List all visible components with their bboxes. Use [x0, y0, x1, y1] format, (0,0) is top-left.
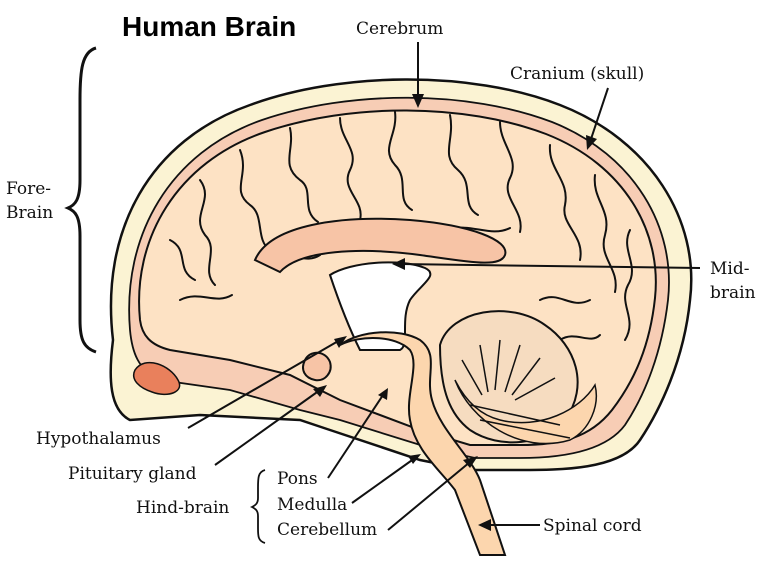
hind-brain-brace — [249, 469, 266, 544]
label-medulla: Medulla — [277, 495, 347, 515]
leader-lines — [187, 42, 701, 531]
brainstem-spinal-cord — [339, 331, 507, 556]
label-fore-brain-line1: Fore- — [6, 179, 51, 199]
label-spinal-cord: Spinal cord — [543, 516, 642, 536]
cerebellum-shape — [438, 310, 597, 445]
pituitary-gland-shape — [302, 351, 332, 382]
label-pituitary-gland: Pituitary gland — [68, 464, 197, 484]
fore-brain-brace — [64, 46, 97, 354]
label-cerebrum: Cerebrum — [356, 19, 443, 39]
label-pons: Pons — [277, 469, 318, 489]
label-mid-brain-line1: Mid- — [710, 259, 749, 279]
label-hypothalamus: Hypothalamus — [36, 429, 161, 449]
corpus-callosum — [253, 217, 507, 274]
arrow-heads — [313, 94, 597, 531]
label-fore-brain-line2: Brain — [6, 203, 53, 223]
diagram-title: Human Brain — [122, 11, 296, 42]
ventricle-cavity — [328, 261, 432, 351]
label-cranium: Cranium (skull) — [510, 64, 644, 84]
label-hind-brain: Hind-brain — [136, 498, 229, 518]
label-cerebellum: Cerebellum — [277, 520, 377, 540]
label-mid-brain-line2: brain — [710, 283, 756, 303]
frontal-sinus — [133, 361, 181, 396]
